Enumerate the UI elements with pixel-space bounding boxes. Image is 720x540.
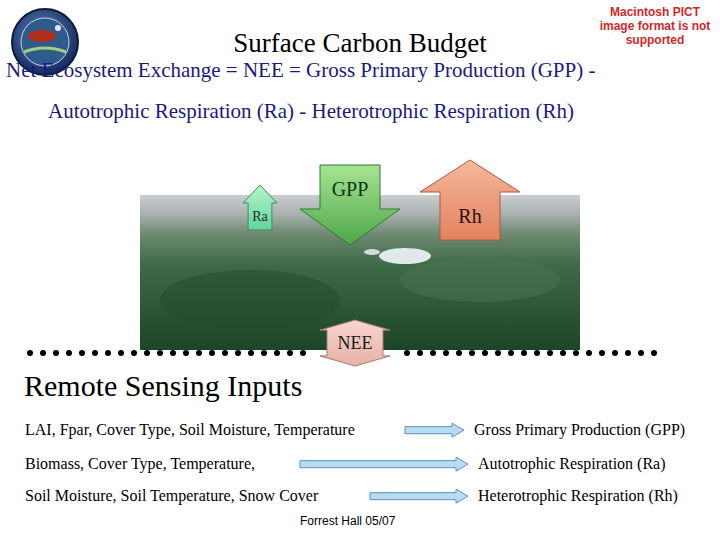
- dot: [612, 350, 618, 356]
- input-list: Soil Moisture, Soil Temperature, Snow Co…: [25, 487, 318, 505]
- input-arrow: [300, 457, 468, 471]
- respiration-arrow: Ra: [243, 185, 277, 230]
- missing-image-note: Macintosh PICT image format is not suppo…: [596, 6, 714, 47]
- arrow-label: Ra: [252, 209, 268, 225]
- author-date: Forrest Hall 05/07: [300, 515, 395, 529]
- equation-line: Net Ecosystem Exchange = NEE = Gross Pri…: [6, 58, 595, 82]
- arrow-label: Rh: [458, 205, 481, 228]
- dot: [157, 350, 163, 356]
- dot: [495, 350, 501, 356]
- dot: [92, 350, 98, 356]
- dot: [534, 350, 540, 356]
- dot: [521, 350, 527, 356]
- dot: [209, 350, 215, 356]
- dot: [261, 350, 267, 356]
- arrow-outline: [300, 165, 400, 245]
- dot: [469, 350, 475, 356]
- dot: [625, 350, 631, 356]
- respiration-arrow: Rh: [420, 160, 520, 240]
- dot: [118, 350, 124, 356]
- input-arrow: [370, 489, 468, 503]
- dot: [235, 350, 241, 356]
- arrow-outline: [420, 160, 520, 240]
- dot: [456, 350, 462, 356]
- dot: [53, 350, 59, 356]
- dot: [443, 350, 449, 356]
- dot: [66, 350, 72, 356]
- dot: [586, 350, 592, 356]
- nee-arrow: NEE: [320, 320, 390, 366]
- section-heading: Remote Sensing Inputs: [24, 369, 302, 404]
- output-term: Autotrophic Respiration (Ra): [478, 455, 666, 473]
- dot: [144, 350, 150, 356]
- arrow-shape: [300, 165, 400, 245]
- dot: [222, 350, 228, 356]
- arrow-outline: [320, 320, 390, 366]
- dot: [482, 350, 488, 356]
- dot: [417, 350, 423, 356]
- dot: [170, 350, 176, 356]
- dot: [131, 350, 137, 356]
- dot: [638, 350, 644, 356]
- output-term: Gross Primary Production (GPP): [474, 421, 685, 439]
- dot: [508, 350, 514, 356]
- dot: [248, 350, 254, 356]
- arrow-label: NEE: [338, 333, 373, 354]
- output-term: Heterotrophic Respiration (Rh): [478, 487, 678, 505]
- dot: [105, 350, 111, 356]
- dot: [599, 350, 605, 356]
- dot: [183, 350, 189, 356]
- input-list: LAI, Fpar, Cover Type, Soil Moisture, Te…: [25, 421, 355, 439]
- dot: [430, 350, 436, 356]
- dot: [560, 350, 566, 356]
- dot: [573, 350, 579, 356]
- dot: [300, 350, 306, 356]
- dot: [40, 350, 46, 356]
- input-arrow: [405, 423, 464, 437]
- dot: [404, 350, 410, 356]
- dot: [287, 350, 293, 356]
- dot: [651, 350, 657, 356]
- dot: [196, 350, 202, 356]
- arrow-outline: [243, 185, 277, 230]
- dot: [547, 350, 553, 356]
- arrow-label: GPP: [332, 178, 369, 201]
- dot: [274, 350, 280, 356]
- gpp-arrow: GPP: [300, 165, 400, 245]
- equation-line: Autotrophic Respiration (Ra) - Heterotro…: [48, 99, 574, 123]
- dot: [27, 350, 33, 356]
- arrow-shape: [420, 160, 520, 240]
- input-list: Biomass, Cover Type, Temperature,: [25, 455, 255, 473]
- dot: [79, 350, 85, 356]
